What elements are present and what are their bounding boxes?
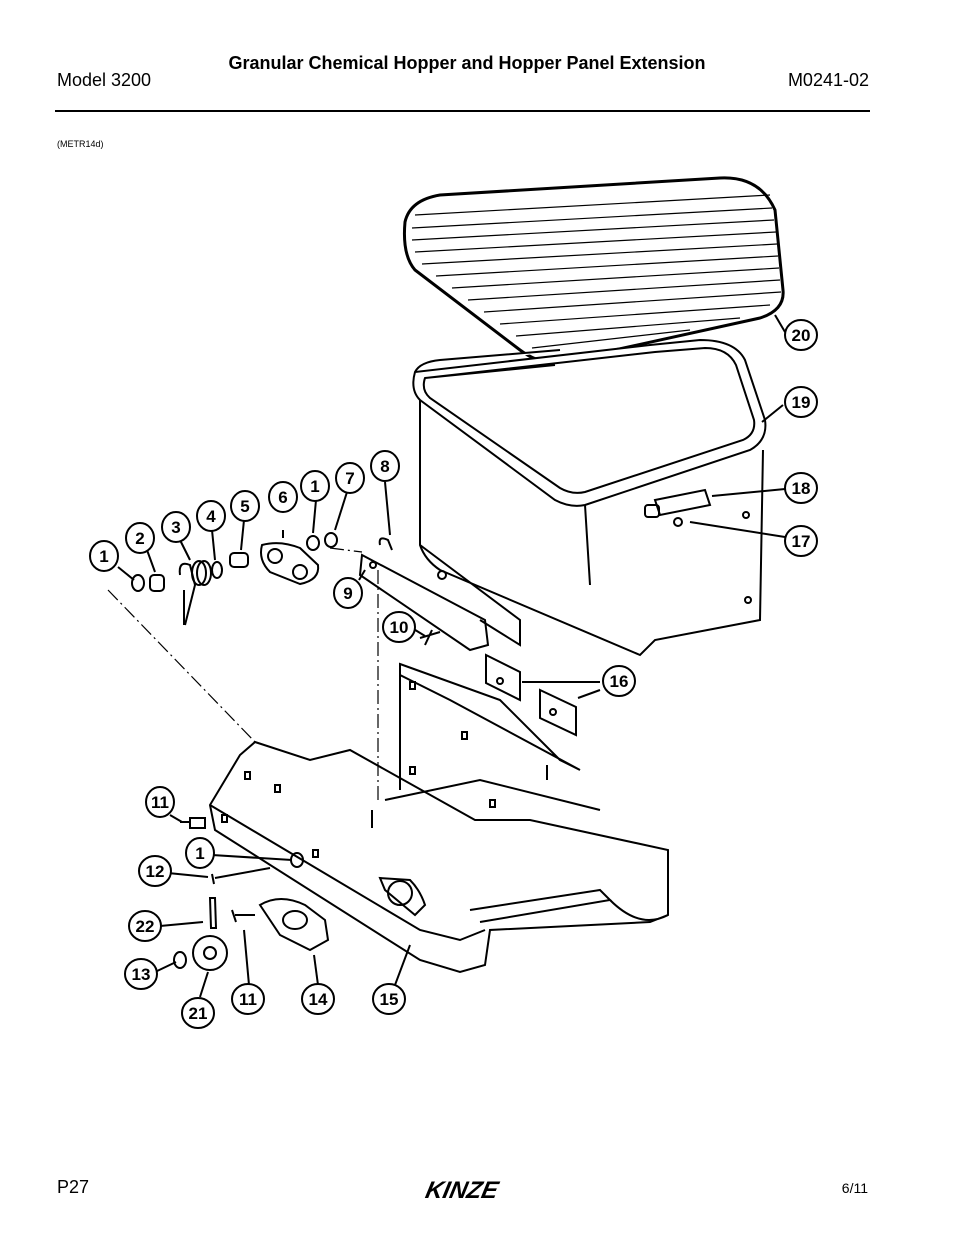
leader-lines bbox=[117, 314, 786, 998]
callout-7: 7 bbox=[345, 469, 354, 488]
hopper-box bbox=[412, 338, 767, 657]
callout-2: 2 bbox=[135, 529, 144, 548]
callout-22: 22 bbox=[136, 917, 155, 936]
hardware-parts bbox=[131, 532, 441, 646]
callout-21: 21 bbox=[189, 1004, 208, 1023]
callout-1c: 1 bbox=[195, 844, 204, 863]
callout-17: 17 bbox=[792, 532, 811, 551]
figure-reference: (METR14d) bbox=[57, 139, 104, 149]
callout-8: 8 bbox=[380, 457, 389, 476]
page-title: Granular Chemical Hopper and Hopper Pane… bbox=[228, 53, 706, 73]
revision-date: 6/11 bbox=[841, 1180, 868, 1196]
callout-14: 14 bbox=[309, 990, 328, 1009]
callout-6: 6 bbox=[278, 488, 287, 507]
callout-15: 15 bbox=[380, 990, 399, 1009]
callout-5: 5 bbox=[240, 497, 249, 516]
hopper-panel-extension bbox=[358, 553, 577, 737]
frame-assembly bbox=[208, 662, 669, 974]
header-divider bbox=[55, 110, 870, 112]
callout-4: 4 bbox=[206, 507, 216, 526]
lower-hardware-parts bbox=[173, 817, 330, 971]
callout-12: 12 bbox=[146, 862, 165, 881]
kinze-logo: KINZE bbox=[423, 1177, 501, 1204]
callout-19: 19 bbox=[792, 393, 811, 412]
callout-20: 20 bbox=[792, 326, 811, 345]
model-label: Model 3200 bbox=[57, 70, 152, 90]
callout-1a: 1 bbox=[99, 547, 108, 566]
callout-9: 9 bbox=[343, 584, 352, 603]
hopper-lid bbox=[403, 176, 785, 364]
latch-assembly bbox=[644, 488, 712, 527]
callout-numbers: 1 2 3 4 5 6 1 7 8 9 10 11 12 1 22 13 21 … bbox=[99, 326, 810, 1023]
callout-13: 13 bbox=[132, 965, 151, 984]
document-code: M0241-02 bbox=[787, 70, 869, 90]
callout-18: 18 bbox=[792, 479, 811, 498]
callout-10: 10 bbox=[390, 618, 409, 637]
page-number: P27 bbox=[57, 1177, 90, 1197]
callout-labels bbox=[89, 319, 818, 1029]
callout-16: 16 bbox=[610, 672, 629, 691]
callout-11b: 11 bbox=[239, 990, 257, 1009]
callout-11a: 11 bbox=[151, 793, 169, 812]
callout-3: 3 bbox=[171, 518, 180, 537]
callout-1b: 1 bbox=[310, 477, 319, 496]
alignment-lines bbox=[107, 547, 379, 800]
svg-text:KINZE: KINZE bbox=[423, 1177, 501, 1204]
